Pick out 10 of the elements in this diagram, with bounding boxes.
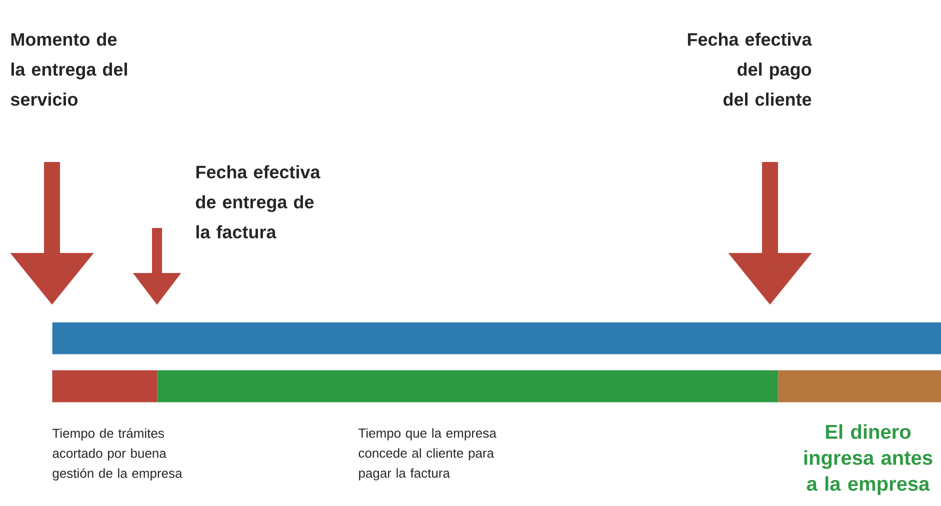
time-segment (778, 370, 941, 402)
segment-caption: Tiempo de trámites acortado por buena gestión de la empresa (52, 428, 182, 480)
heading-text: Momento de la entrega del servicio (10, 32, 127, 106)
segment-caption: El dinero ingresa antes a la empresa (804, 424, 932, 495)
heading-text: Fecha efectiva de entrega de la factura (196, 165, 320, 238)
timeline-bar (52, 322, 941, 354)
time-segment (52, 370, 158, 402)
heading-text: Fecha efectiva del pago del cliente (688, 32, 812, 106)
segment-caption: Tiempo que la empresa concede al cliente para pagar la factura (358, 428, 496, 480)
time-segment (157, 370, 778, 402)
